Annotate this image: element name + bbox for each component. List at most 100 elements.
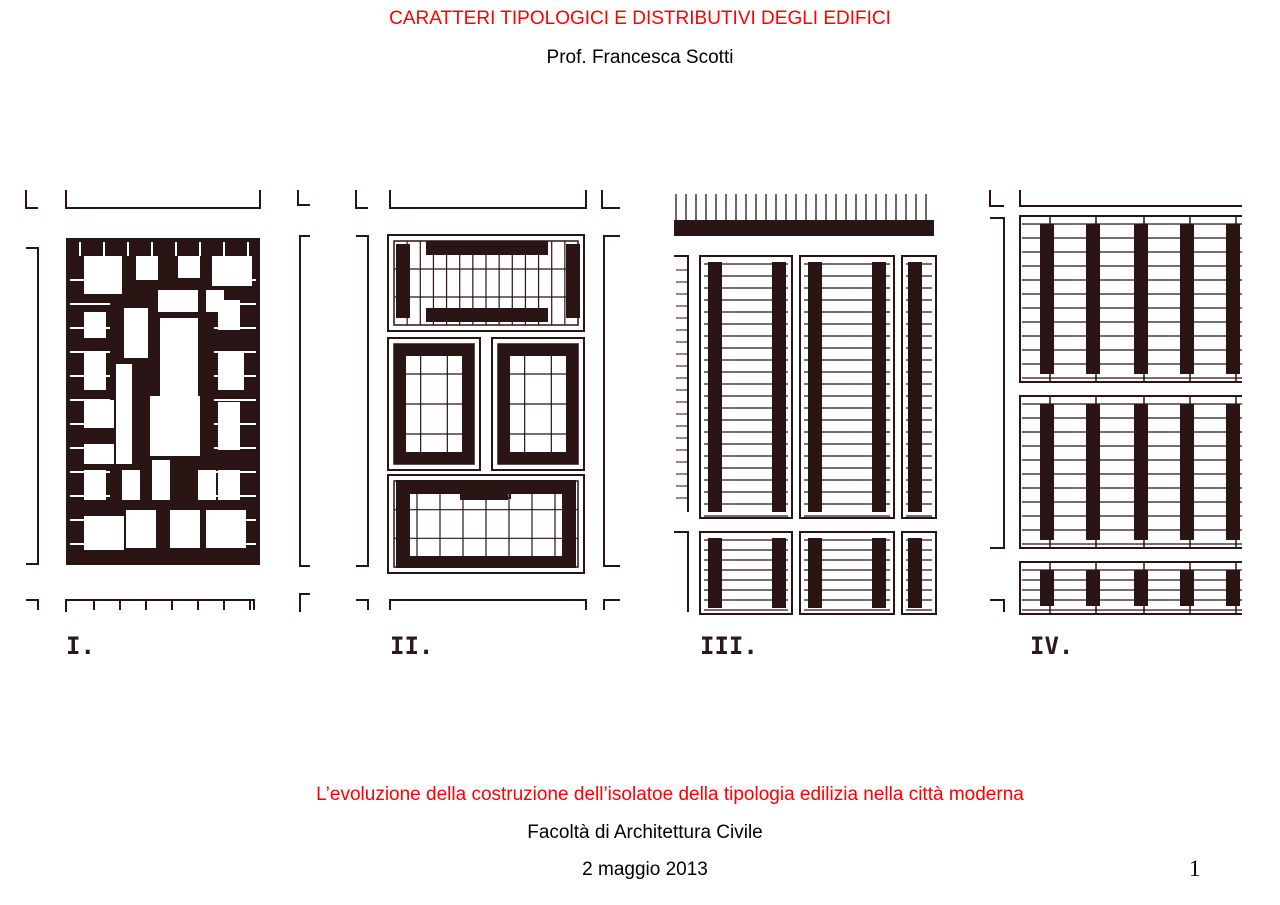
row-house-bar: [872, 262, 886, 512]
courtyard-building: [498, 344, 578, 464]
row-house-bar: [1086, 224, 1100, 374]
courtyard: [84, 256, 122, 294]
faculty-name: Facoltà di Architettura Civile: [527, 822, 763, 843]
street-edge: [601, 190, 620, 209]
street-edge: [26, 599, 39, 610]
street-edge: [674, 531, 689, 612]
row-house-bar: [1180, 404, 1194, 540]
courtyard: [212, 256, 252, 286]
row-house-bar: [708, 262, 722, 512]
plan-mark: [396, 244, 410, 318]
panel-iii-diagram: [674, 194, 937, 615]
panel-i-diagram: [25, 190, 310, 612]
row-house-bar: [908, 262, 922, 512]
block-outline: [799, 531, 895, 615]
courtyard: [84, 312, 106, 338]
plan-mark: [460, 480, 508, 500]
street-edge: [65, 190, 261, 209]
panel-iv-label: IV.: [1030, 632, 1073, 660]
street-edge: [356, 235, 369, 567]
courtyard: [152, 460, 170, 500]
panel-iv-diagram: [989, 190, 1280, 620]
row-house-bar: [1086, 404, 1100, 540]
street-row: [674, 220, 934, 236]
row-house-bar: [772, 538, 786, 608]
author-name: Prof. Francesca Scotti: [546, 47, 734, 68]
street-edge: [603, 235, 620, 567]
plan-mark: [566, 244, 580, 318]
courtyard: [158, 290, 198, 312]
block-outline: [901, 255, 937, 519]
row-house-bar: [1134, 224, 1148, 374]
street-edge: [299, 235, 310, 567]
courtyard: [218, 470, 240, 500]
courtyard: [218, 402, 240, 450]
slide-date: 2 maggio 2013: [582, 859, 708, 880]
street-edge: [674, 255, 689, 512]
block-outline: [387, 234, 585, 332]
row-house-bar: [1226, 224, 1240, 374]
street-edge: [25, 190, 38, 209]
courtyard: [170, 510, 200, 548]
panel-i-label: I.: [66, 632, 95, 660]
row-house-bar: [1040, 404, 1054, 540]
plan-mark: [426, 241, 548, 255]
courtyard: [122, 470, 140, 500]
street-edge: [355, 190, 368, 209]
row-house-bar: [1180, 224, 1194, 374]
plan-mark: [508, 480, 562, 494]
street-edge: [389, 190, 587, 209]
courtyard: [218, 352, 244, 390]
street-edge: [989, 190, 1004, 207]
row-house-bar: [708, 538, 722, 608]
block-outline: [387, 474, 585, 574]
row-house-bar: [1040, 224, 1054, 374]
row-house-bar: [1134, 570, 1148, 606]
street-edge: [356, 599, 369, 610]
street-edge: [65, 599, 255, 612]
courtyard: [126, 510, 156, 548]
plan-mark: [410, 480, 468, 494]
page-number: 1: [1189, 856, 1201, 881]
block-outline: [699, 531, 793, 615]
row-house-bar: [872, 538, 886, 608]
courtyard: [206, 290, 224, 312]
row-house-bar: [1134, 404, 1148, 540]
block-outline: [901, 531, 937, 615]
row-house-bar: [1040, 570, 1054, 606]
courtyard: [206, 510, 246, 548]
block-outline: [799, 255, 895, 519]
courtyard: [150, 396, 200, 456]
courtyard: [116, 364, 132, 464]
panel-iii-label: III.: [700, 632, 758, 660]
row-house-bar: [1226, 404, 1240, 540]
courtyard: [198, 470, 216, 500]
courtyard: [84, 470, 106, 500]
street-edge: [990, 217, 1005, 549]
row-house-bar: [1226, 570, 1240, 606]
courtyard-building: [394, 344, 474, 464]
row-house-bar: [808, 262, 822, 512]
row-house-bar: [772, 262, 786, 512]
street-edge: [603, 599, 620, 610]
courtyard: [124, 308, 148, 358]
street-edge: [297, 190, 310, 206]
plan-mark: [426, 308, 548, 322]
u-building: [396, 480, 576, 568]
street-edge: [299, 593, 310, 612]
panel-ii-diagram: [355, 190, 620, 610]
block-outline: [491, 337, 585, 471]
block-outline: [387, 337, 481, 471]
courtyard: [178, 256, 200, 278]
street-edge: [26, 247, 39, 565]
courtyard: [136, 256, 158, 280]
row-house-bar: [1086, 570, 1100, 606]
page-crop: [1242, 190, 1280, 620]
row-house-bar: [808, 538, 822, 608]
slide-title: CARATTERI TIPOLOGICI E DISTRIBUTIVI DEGL…: [389, 8, 891, 29]
slide-subtitle: L’evoluzione della costruzione dell’isol…: [316, 784, 1024, 805]
panel-ii-label: II.: [390, 632, 433, 660]
street-edge: [389, 599, 587, 610]
courtyard: [84, 352, 106, 390]
